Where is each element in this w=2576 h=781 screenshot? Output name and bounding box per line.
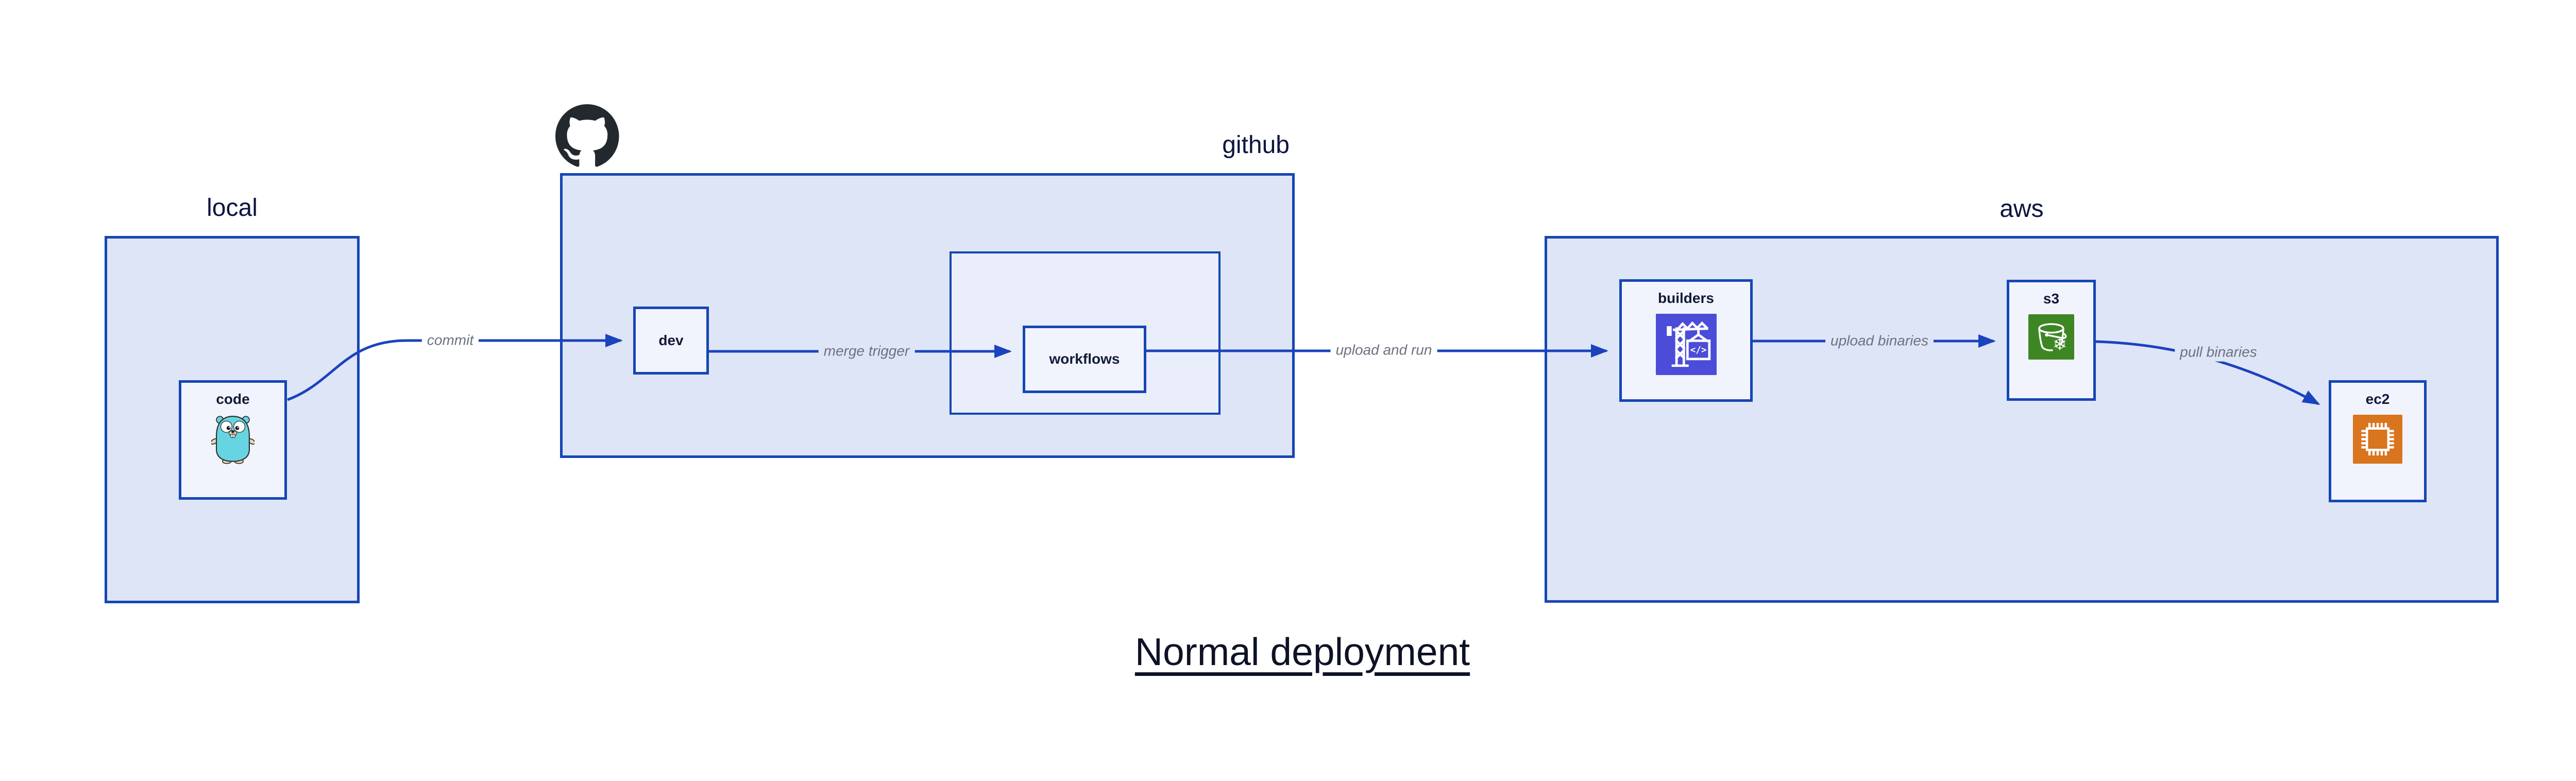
aws-group-label: aws [1999, 195, 2044, 223]
edge-label-merge-trigger: merge trigger [818, 342, 915, 361]
aws-codebuild-crane-icon: </> [1655, 314, 1717, 376]
node-dev: dev [633, 307, 709, 375]
edge-label-upload-binaries: upload binaries [1825, 332, 1934, 350]
aws-ec2-chip-icon [2353, 415, 2402, 464]
node-code-label: code [216, 391, 250, 407]
node-workflows: workflows [1023, 326, 1146, 393]
local-group-label: local [207, 194, 258, 222]
node-builders-label: builders [1658, 290, 1714, 306]
github-group-label: github [1222, 131, 1290, 159]
go-gopher-icon [210, 412, 256, 468]
node-s3-label: s3 [2043, 291, 2060, 307]
edge-label-pull-binaries: pull binaries [2175, 343, 2262, 362]
node-s3: s3 ❄ [2007, 280, 2096, 401]
diagram-title: Normal deployment [1134, 630, 1470, 673]
node-builders: builders </> [1619, 279, 1753, 402]
s3-icon-snowflake-glyph: ❄ [2053, 334, 2067, 354]
builders-icon-code-glyph: </> [1690, 345, 1706, 355]
edge-label-commit: commit [421, 331, 479, 350]
node-dev-label: dev [658, 332, 684, 348]
node-ec2: ec2 [2329, 380, 2427, 502]
node-workflows-label: workflows [1049, 351, 1120, 367]
aws-s3-glacier-bucket-icon: ❄ [2028, 314, 2074, 360]
edge-label-upload-and-run: upload and run [1330, 341, 1437, 360]
node-code: code [179, 380, 287, 500]
github-octocat-icon [555, 104, 619, 167]
node-ec2-label: ec2 [2365, 391, 2390, 407]
